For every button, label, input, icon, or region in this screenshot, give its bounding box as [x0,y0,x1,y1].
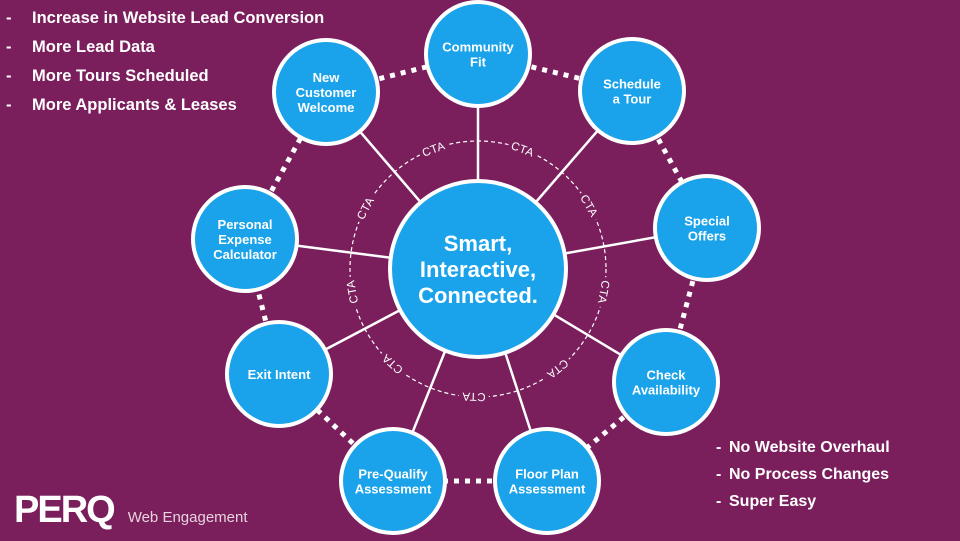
benefit-item-text: Increase in Website Lead Conversion [32,9,325,27]
hub-circle [388,179,568,359]
cta-label-backdrop [416,136,451,162]
bullet-dash: - [6,96,12,114]
node-label-line: Calculator [213,247,277,262]
node-circle [653,174,761,282]
node-label-line: Expense [218,232,271,247]
bullet-dash: - [716,492,722,510]
hub-title-line: Interactive, [420,257,536,282]
cta-dashed-ring [349,140,607,398]
node-exit-intent: Exit Intent [225,320,333,428]
cta-label: CTA [462,390,486,403]
benefit-item: - More Lead Data [6,33,324,62]
perq-logo: PERQ Web Engagement [14,490,248,530]
logo-mark: PERQ [14,489,116,531]
node-label-line: Check [646,368,686,383]
bullet-dash: - [716,465,722,483]
node-label-line: Exit Intent [248,367,312,382]
node-label-line: Customer [296,85,357,100]
benefit-item-text: More Applicants & Leases [32,96,237,114]
assurance-item: -No Process Changes [716,461,890,488]
cta-label-backdrop [540,353,575,385]
node-circle [493,427,601,535]
node-label-line: Special [684,214,730,229]
node-label-line: Assessment [355,482,432,497]
node-label-line: Assessment [509,482,586,497]
assurance-item: -Super Easy [716,488,890,515]
bullet-dash: - [716,438,722,456]
node-label-line: Welcome [298,100,355,115]
cta-label: CTA [595,279,611,304]
node-label-line: Fit [470,55,487,70]
hub-title-line: Connected. [418,283,538,308]
cta-label-backdrop [341,275,363,308]
node-label-line: New [313,70,341,85]
cta-label-backdrop [458,388,489,406]
node-label-line: Availability [632,383,701,398]
assurance-item-text: No Process Changes [729,465,890,483]
node-circle [578,37,686,145]
benefit-item: - More Tours Scheduled [6,62,324,91]
assurance-item-text: No Website Overhaul [729,438,890,456]
node-circle [272,38,380,146]
hub-node: Smart,Interactive,Connected. [388,179,568,359]
node-label-line: Floor Plan [515,467,579,482]
bullet-dash: - [6,9,12,27]
node-circle [424,0,532,108]
node-circle [225,320,333,428]
node-circle [191,185,299,293]
benefit-item: - More Applicants & Leases [6,91,324,120]
assurance-item-text: Super Easy [729,492,817,510]
cta-label-backdrop [593,275,615,309]
node-label-line: Community [442,40,514,55]
assurances-list: -No Website Overhaul-No Process Changes-… [716,434,890,515]
node-label-line: Personal [218,217,273,232]
cta-label-backdrop [574,188,604,223]
cta-label-backdrop [375,348,409,381]
node-circle [612,328,720,436]
hub-title-line: Smart, [444,231,512,256]
cta-label: CTA [345,279,361,304]
bullet-dash: - [6,38,12,56]
logo-tagline: Web Engagement [127,509,248,526]
node-label-line: a Tour [613,92,652,107]
assurance-item: -No Website Overhaul [716,434,890,461]
node-label-line: Pre-Qualify [358,467,428,482]
benefits-list: - Increase in Website Lead Conversion - Mor… [6,4,324,120]
benefit-item: - Increase in Website Lead Conversion [6,4,324,33]
node-label-line: Offers [688,229,726,244]
benefit-item-text: More Lead Data [32,38,155,56]
cta-label-backdrop [505,136,540,162]
node-label-line: Schedule [603,77,661,92]
bullet-dash: - [6,67,12,85]
cta-label-backdrop [351,191,380,226]
benefit-item-text: More Tours Scheduled [32,67,209,85]
node-circle [339,427,447,535]
